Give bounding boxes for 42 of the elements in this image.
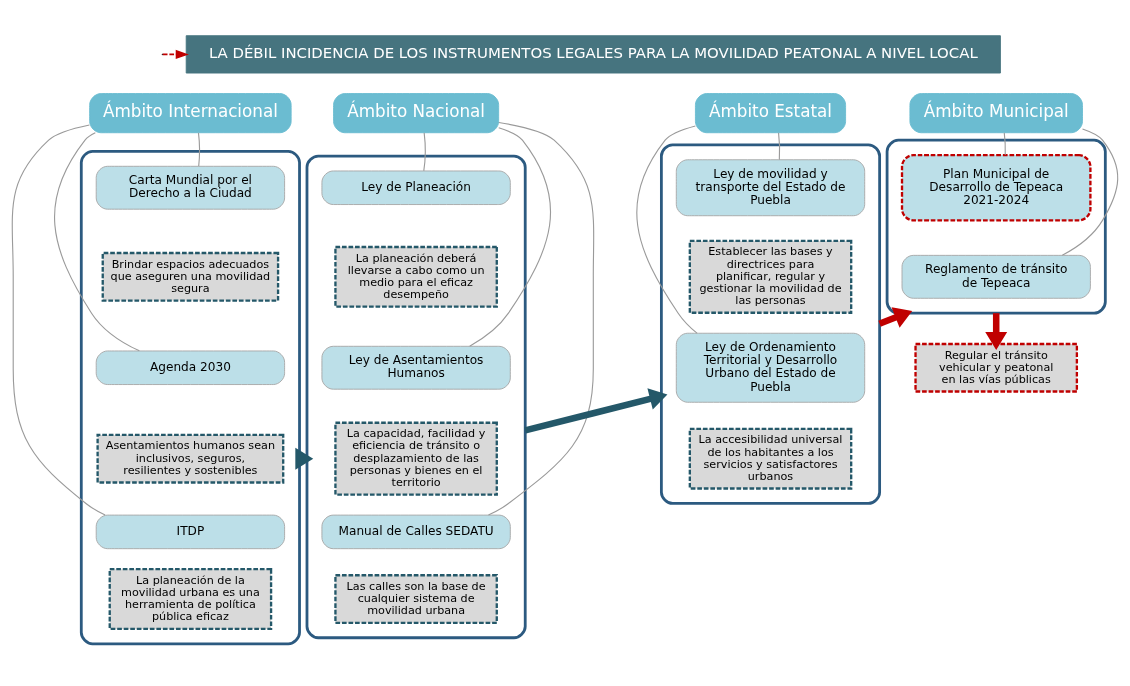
node-box: La planeación deberá llevarse a cabo como un medio para el eficaz desempeño [334, 245, 498, 308]
cluster [660, 142, 881, 505]
arrow [985, 312, 1008, 350]
node-box: ITDP [95, 514, 286, 549]
node-box: Regular el tránsito vehicular y peatonal en las vías públicas [914, 342, 1079, 393]
node-box: Ley de Asentamientos Humanos [321, 345, 511, 390]
connector [11, 123, 106, 516]
node-box: Asentamientos humanos sean inclusivos, seguros, resilientes y sostenibles [96, 433, 285, 484]
node-box: Las calles son la base de cualquier sistema de movilidad urbana [334, 573, 498, 624]
connector [1003, 131, 1006, 155]
node-box: La planeación de la movilidad urbana es una herramienta de política pública eficaz [108, 567, 273, 630]
connector [636, 124, 698, 334]
node-box: Ámbito Municipal [909, 92, 1083, 133]
node-box: Ámbito Internacional [89, 92, 292, 133]
arrow [878, 306, 913, 328]
connector [423, 131, 426, 171]
cluster [79, 149, 301, 645]
node-box: Ámbito Nacional [333, 92, 500, 133]
node-box: Ámbito Estatal [694, 92, 847, 133]
node-box: Manual de Calles SEDATU [321, 514, 511, 549]
node-box: Carta Mundial por el Derecho a la Ciudad [95, 165, 286, 210]
node-box: LA DÉBIL INCIDENCIA DE LOS INSTRUMENTOS LEGALES PARA LA MOVILIDAD PEATONAL A NIVEL LOCAL [185, 34, 1001, 73]
arrow [161, 49, 189, 59]
connector [778, 131, 781, 160]
cluster [885, 138, 1107, 315]
node-box: Agenda 2030 [95, 350, 286, 385]
node-box: Establecer las bases y directrices para planificar, regular y gestionar la movilidad de las personas [688, 239, 853, 314]
node-box: La accesibilidad universal de los habitantes a los servicios y satisfactores urbanos [688, 427, 853, 490]
node-box: Ley de movilidad y transporte del Estado de Puebla [675, 158, 866, 216]
arrow [295, 447, 314, 470]
node-box: Reglamento de tránsito de Tepeaca [901, 254, 1091, 299]
cluster [305, 154, 527, 639]
node-box: Brindar espacios adecuados que aseguren una movilidad segura [101, 251, 280, 302]
connector [1061, 127, 1119, 256]
node-box: Ley de Planeación [321, 170, 511, 205]
arrow [524, 387, 668, 433]
connector [469, 126, 552, 347]
node-box: Plan Municipal de Desarrollo de Tepeaca 2021-2024 [900, 153, 1092, 222]
connector [54, 131, 140, 351]
node-box: La capacidad, facilidad y eficiencia de tránsito o desplazamiento de las personas y bienes en el territorio [334, 421, 498, 496]
node-box: Ley de Ordenamiento Territorial y Desarrollo Urbano del Estado de Puebla [675, 332, 866, 403]
connector [487, 121, 595, 516]
